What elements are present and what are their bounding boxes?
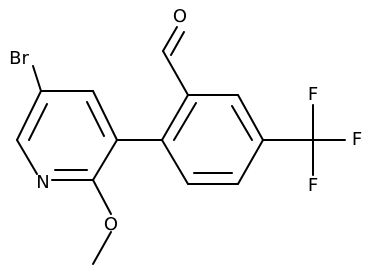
atom-label-o-carbonyl: O bbox=[173, 6, 187, 27]
bond-benz-1-2 bbox=[161, 94, 189, 141]
bond-benz-4-5 bbox=[237, 139, 264, 185]
bond-c3-c2 bbox=[92, 139, 118, 181]
atom-label-f-bottom: F bbox=[308, 175, 318, 196]
atom-label-f-right: F bbox=[352, 129, 362, 150]
bond-o-methyl bbox=[92, 231, 112, 265]
bond-aldehyde-co-inner bbox=[170, 31, 185, 56]
atom-label-br: Br bbox=[9, 48, 29, 69]
bond-benz-3-4-inner bbox=[231, 105, 253, 141]
bond-c4-c3-inner bbox=[86, 101, 105, 137]
bond-benz-1-2-inner bbox=[173, 102, 197, 141]
bond-c6-c5 bbox=[16, 90, 42, 141]
bond-n-c6 bbox=[16, 139, 38, 175]
atom-label-n: N bbox=[36, 172, 49, 193]
bond-c4-c3 bbox=[92, 90, 118, 141]
atom-label-o-methoxy: O bbox=[104, 214, 118, 235]
bond-br-c5 bbox=[32, 65, 42, 92]
bond-aldehyde-co-outer bbox=[162, 26, 178, 52]
bond-benz-3-4 bbox=[237, 94, 264, 141]
bond-c6-c5-inner bbox=[28, 103, 48, 141]
bond-aldehyde-ring-carbon bbox=[162, 50, 189, 96]
atom-label-f-top: F bbox=[308, 84, 318, 105]
bond-benz-6-1 bbox=[161, 139, 189, 185]
bond-c2-o-methoxy bbox=[92, 179, 112, 215]
